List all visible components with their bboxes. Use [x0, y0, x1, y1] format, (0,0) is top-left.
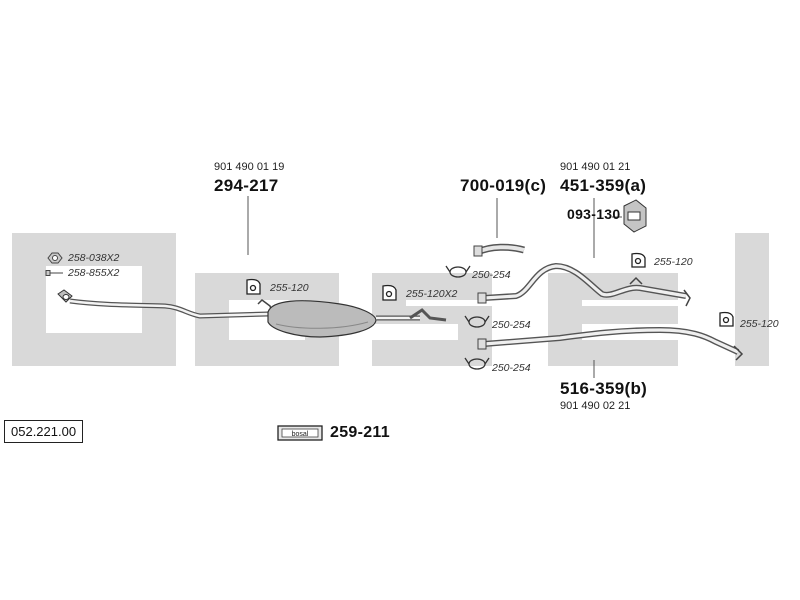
clamp-icon — [445, 265, 490, 370]
hanger-icon — [246, 252, 734, 327]
bosal-logo-text: bosal — [292, 431, 309, 438]
accessory-255-120-c: 255-120 — [740, 318, 779, 330]
tail-pipe-b — [477, 326, 744, 361]
tail-pipe-c — [473, 243, 525, 257]
bosal-watermark — [12, 233, 769, 366]
accessory-250-254-c: 250-254 — [492, 362, 531, 374]
part-number-700-019c: 700-019(c) — [460, 176, 547, 195]
part-number-516-359b: 516-359(b) — [560, 379, 648, 398]
bolt-icon — [45, 270, 63, 276]
part-number-451-359a: 451-359(a) — [560, 176, 647, 195]
oe-number-516-359b: 901 490 02 21 — [560, 400, 631, 412]
rubber-mount-icon — [623, 199, 647, 233]
accessory-255-120-b: 255-120 — [654, 256, 693, 268]
accessory-258-855X2: 258-855X2 — [68, 267, 120, 279]
diagram-number-box: 052.221.00 — [4, 420, 84, 443]
gasket-icon — [47, 252, 63, 264]
part-number-294-217: 294-217 — [214, 176, 279, 195]
accessory-258-038X2: 258-038X2 — [68, 252, 120, 264]
part-number-259-211: 259-211 — [330, 424, 390, 441]
oe-number-294-217: 901 490 01 19 — [214, 161, 285, 173]
center-silencer — [257, 299, 447, 338]
accessory-255-120-a: 255-120 — [270, 282, 309, 294]
leader-lines — [247, 196, 622, 378]
oe-number-451-359a: 901 490 01 21 — [560, 161, 631, 173]
tail-pipe-a — [477, 262, 691, 307]
part-number-093-130: 093-130 — [567, 206, 621, 222]
front-pipe — [57, 289, 269, 319]
accessory-250-254-a: 250-254 — [472, 269, 511, 281]
fitting-kit-badge: bosal — [277, 425, 323, 441]
accessory-255-120X2: 255-120X2 — [406, 288, 458, 300]
accessory-250-254-b: 250-254 — [492, 319, 531, 331]
